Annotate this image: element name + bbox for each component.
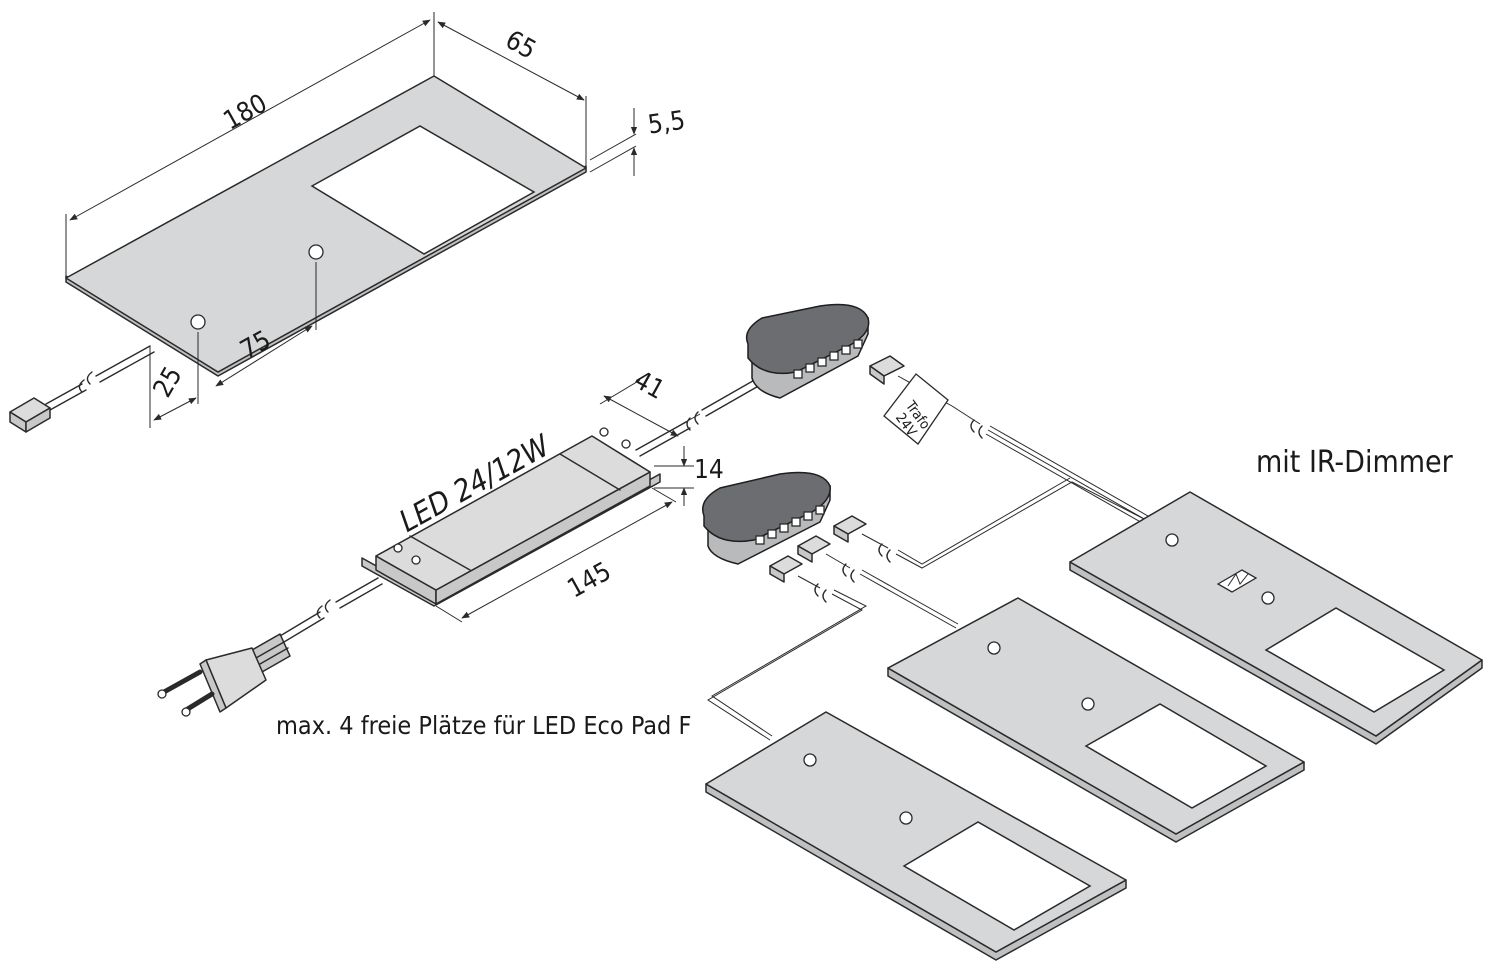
distributor-ports [755,505,825,545]
dim-driver-height-label: 14 [694,455,724,485]
distributor-main [702,471,831,565]
panel-mounting-hole [308,244,324,260]
distributor-output-cables [707,477,1151,741]
power-cable [157,577,383,717]
dim-width-label: 65 [500,25,541,66]
led-panel-middle [887,597,1305,843]
dim-driver-width-label: 41 [629,365,670,406]
led-panel-dimmer [1069,491,1483,745]
capacity-label: max. 4 freie Plätze für LED Eco Pad F [276,711,691,740]
trafo-tag [883,373,949,445]
driver-screw [411,555,421,565]
led-panel-front [705,711,1127,961]
driver-output-cable [635,377,763,457]
panel-light-window [1084,703,1268,809]
dim-length-label: 180 [219,88,273,136]
dim-offset-a-label: 25 [148,362,189,403]
panel-mounting-hole [190,314,206,330]
led-driver: LED 24/12W [361,427,661,607]
dim-height: 5,5 [589,106,687,176]
dim-driver-length-label: 145 [563,556,617,604]
driver-screw [599,427,609,437]
panel-cable [9,345,155,433]
distributor-ports [793,339,863,379]
distributor-dimmer: Trafo 24V [745,303,1149,525]
panel-light-window [902,821,1092,931]
driver-screw [621,439,631,449]
panel-light-window [1264,607,1446,713]
dim-height-label: 5,5 [646,106,687,141]
main-led-panel [65,75,587,377]
driver-screw [393,543,403,553]
dimmer-label: mit IR-Dimmer [1256,445,1454,480]
